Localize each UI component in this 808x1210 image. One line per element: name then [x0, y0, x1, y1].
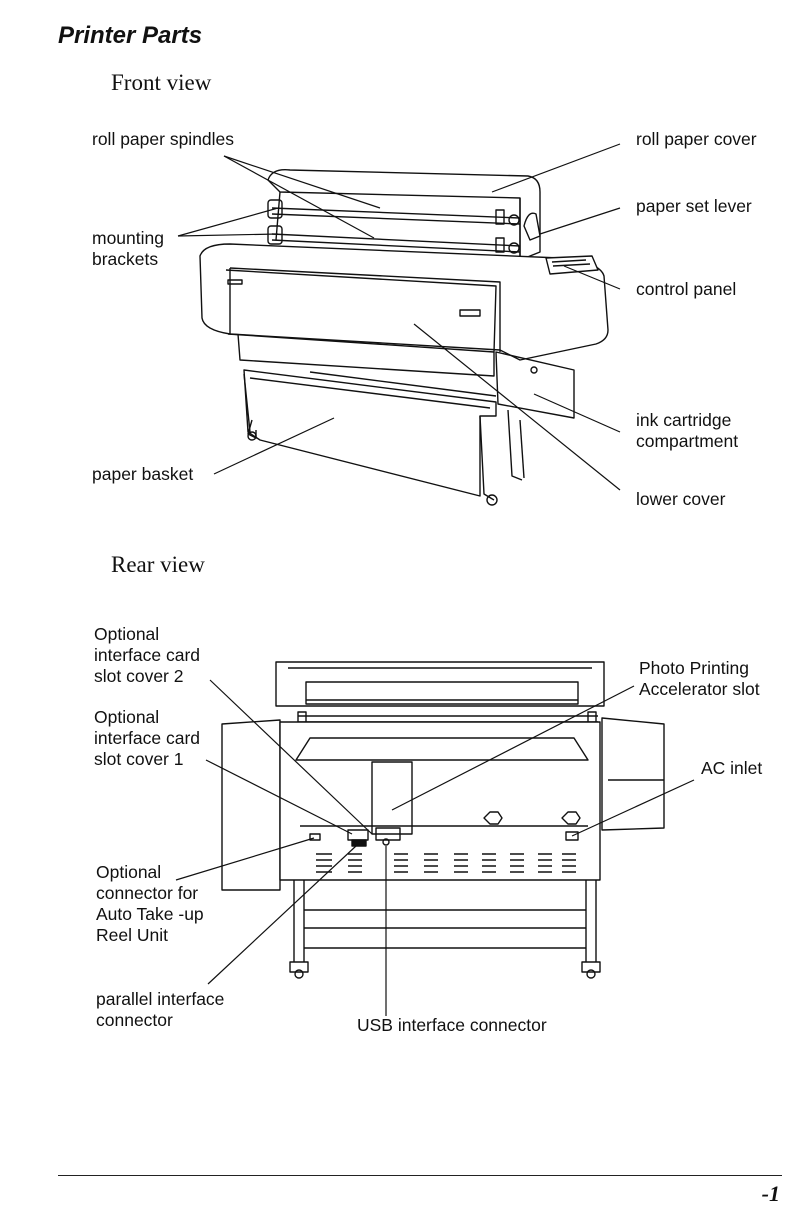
page-heading: Printer Parts	[58, 22, 203, 49]
label-usb-interface-connector: USB interface connector	[357, 1015, 547, 1035]
label-auto-takeup-connector: Optional connector for Auto Take -up Ree…	[96, 862, 204, 945]
label-roll-paper-spindles: roll paper spindles	[92, 129, 235, 149]
rear-view-title: Rear view	[111, 552, 205, 577]
label-control-panel: control panel	[636, 279, 737, 299]
label-slot-cover-2: Optional interface card slot cover 2	[94, 624, 201, 686]
label-paper-basket: paper basket	[92, 464, 194, 484]
label-slot-cover-1: Optional interface card slot cover 1	[94, 707, 201, 769]
page-number: -1	[761, 1181, 780, 1206]
label-parallel-interface-connector: parallel interface connector	[96, 989, 225, 1030]
label-lower-cover: lower cover	[636, 489, 726, 509]
label-ac-inlet: AC inlet	[701, 758, 763, 778]
label-mounting-brackets: mounting brackets	[92, 228, 164, 269]
front-view-title: Front view	[111, 70, 212, 95]
footer-rule	[58, 1175, 782, 1176]
label-photo-printing-accelerator-slot: Photo Printing Accelerator slot	[639, 658, 760, 699]
label-ink-cartridge-compartment: ink cartridge compartment	[636, 410, 739, 451]
label-paper-set-lever: paper set lever	[636, 196, 752, 216]
label-roll-paper-cover: roll paper cover	[636, 129, 757, 149]
